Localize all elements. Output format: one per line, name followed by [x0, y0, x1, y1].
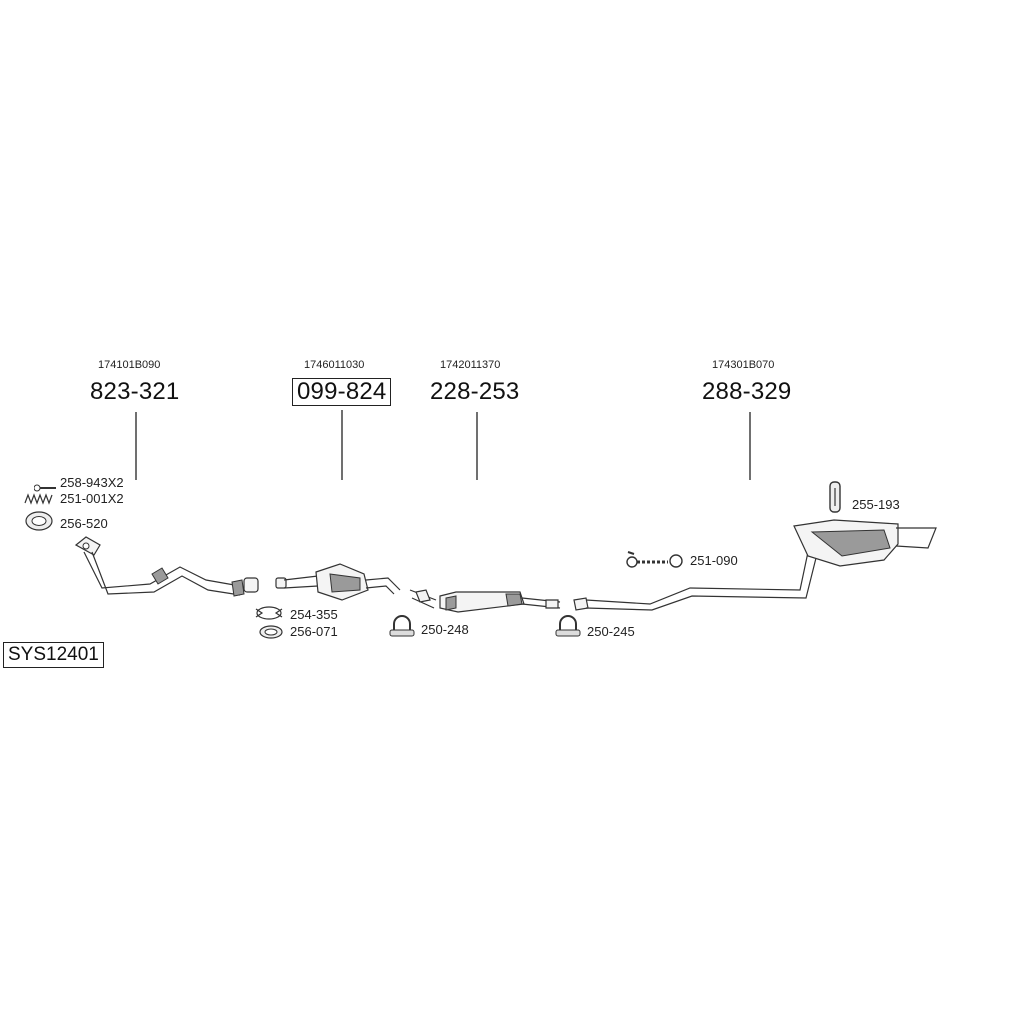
gasket-ring-icon — [24, 510, 54, 537]
accessory-code[interactable]: 250-248 — [421, 622, 469, 637]
accessory-code[interactable]: 251-090 — [690, 553, 738, 568]
rear-silencer-drawing — [573, 519, 937, 611]
u-clamp-icon — [388, 614, 416, 645]
oem-number: 1746011030 — [304, 359, 365, 371]
system-code: SYS12401 — [3, 642, 104, 668]
bolt-icon — [33, 479, 58, 497]
oem-number: 1742011370 — [440, 359, 501, 371]
middle-silencer-drawing — [409, 589, 561, 613]
spring-icon — [24, 492, 54, 510]
part-number[interactable]: 228-253 — [430, 378, 520, 405]
front-pipe-drawing — [74, 536, 259, 597]
u-clamp-icon — [554, 614, 582, 645]
accessory-code[interactable]: 258-943X2 — [60, 475, 124, 490]
rubber-hanger-icon — [826, 480, 844, 519]
oem-number: 174301B070 — [712, 359, 775, 371]
accessory-code[interactable]: 254-355 — [290, 607, 338, 622]
accessory-code[interactable]: 250-245 — [587, 624, 635, 639]
gasket-ring-icon — [258, 624, 284, 645]
oem-number: 174101B090 — [98, 359, 161, 371]
catalytic-converter-drawing — [275, 563, 401, 601]
accessory-code[interactable]: 251-001X2 — [60, 491, 124, 506]
accessory-code[interactable]: 255-193 — [852, 497, 900, 512]
clamp-icon — [254, 605, 284, 626]
part-number[interactable]: 288-329 — [702, 378, 792, 405]
rubber-hanger-icon — [624, 548, 686, 577]
accessory-code[interactable]: 256-520 — [60, 516, 108, 531]
part-number[interactable]: 823-321 — [90, 378, 180, 405]
part-number-boxed[interactable]: 099-824 — [292, 378, 392, 406]
accessory-code[interactable]: 256-071 — [290, 624, 338, 639]
